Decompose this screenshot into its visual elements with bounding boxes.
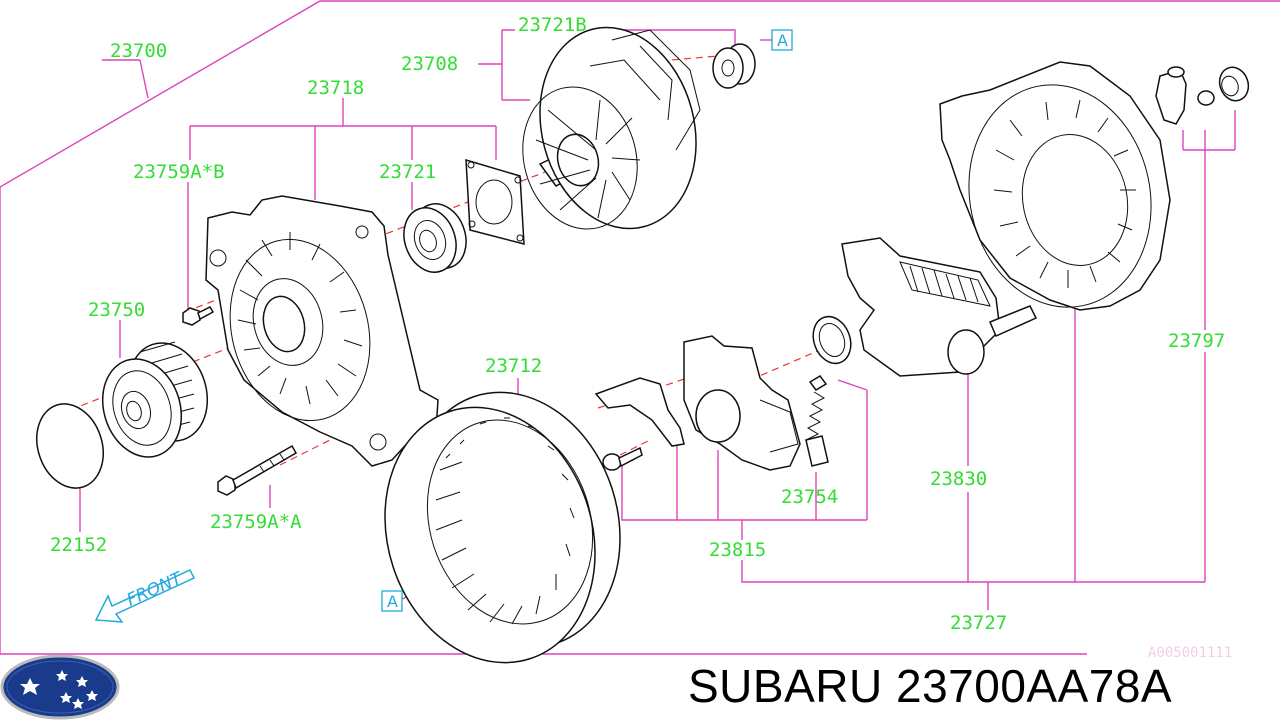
label-rectifier: 23830 <box>930 468 987 490</box>
drawing-code: A005001111 <box>1148 645 1232 661</box>
bolt-a-part <box>217 444 298 496</box>
stator-part <box>384 391 621 664</box>
front-label: FRONT <box>124 568 187 611</box>
label-rotor: 23708 <box>401 53 458 75</box>
screw-part <box>602 446 643 471</box>
part-labels: 23700 23718 23759A*B 23721 23708 23721B … <box>50 14 1232 661</box>
snap-ring-part <box>812 315 852 365</box>
label-stator: 23712 <box>485 355 542 377</box>
label-pulley: 23750 <box>88 299 145 321</box>
rear-bearing-part <box>712 43 756 89</box>
ref-marker-top: A <box>771 29 793 51</box>
label-repair-kit: 23727 <box>950 612 1007 634</box>
label-assembly: 23700 <box>110 40 167 62</box>
front-arrow-icon <box>94 569 196 623</box>
label-bolt-b: 23759A*B <box>133 161 225 183</box>
label-bearing-rear: 23721B <box>518 14 587 36</box>
label-rear-frame: 23797 <box>1168 330 1225 352</box>
label-brush: 23754 <box>781 486 838 508</box>
rectifier-part <box>841 237 1038 377</box>
rotor-part <box>522 26 701 230</box>
part-number-heading: SUBARU 23700AA78A <box>688 660 1173 712</box>
bearing-plate-part <box>465 158 525 245</box>
svg-text:A: A <box>387 592 398 611</box>
terminal-part <box>1155 66 1250 125</box>
label-regulator-assy: 23815 <box>709 539 766 561</box>
pulley-cap-part <box>36 403 104 489</box>
brush-part <box>805 375 829 467</box>
label-bearing-front: 23721 <box>379 161 436 183</box>
rear-frame-part <box>939 61 1171 311</box>
front-bearing-part <box>403 203 467 273</box>
frame-border <box>0 0 1280 655</box>
subaru-logo <box>0 654 120 720</box>
label-rear-housing-group: 23718 <box>307 77 364 99</box>
front-direction-indicator: FRONT <box>94 568 196 623</box>
pulley-part <box>101 341 209 458</box>
brush-plate-part <box>594 377 685 447</box>
star-cluster-icon <box>20 670 98 709</box>
svg-text:A: A <box>777 31 788 50</box>
regulator-part <box>683 335 801 471</box>
bolt-b-part <box>182 306 215 326</box>
label-bolt-a: 23759A*A <box>210 511 302 533</box>
label-pulley-cap: 22152 <box>50 534 107 556</box>
ref-marker-bottom: A <box>381 590 403 612</box>
